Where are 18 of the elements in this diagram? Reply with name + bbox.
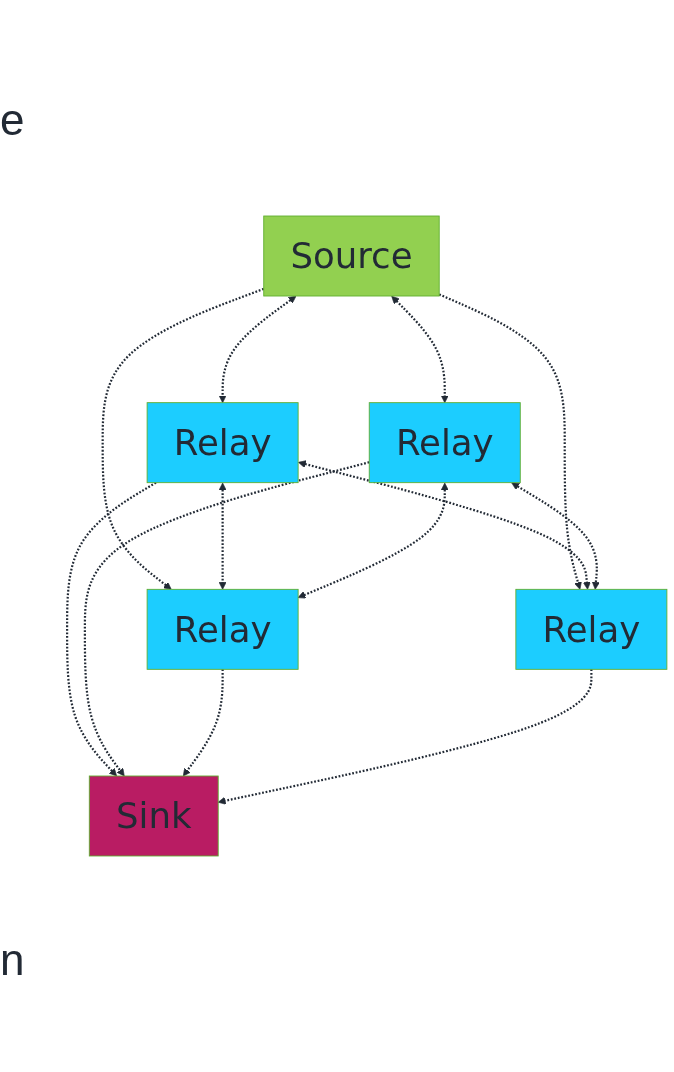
arrow: [511, 482, 600, 590]
arrow: [391, 295, 449, 404]
text-fragment: e: [0, 95, 25, 145]
node-box: Relay: [146, 588, 299, 670]
arrow: [297, 482, 449, 599]
node-box: Sink: [88, 775, 219, 857]
arrow: [66, 481, 157, 777]
arrow: [83, 461, 370, 777]
node-box: Relay: [146, 402, 299, 484]
node-box: Relay: [368, 402, 521, 484]
arrow: [218, 482, 227, 590]
arrow: [298, 460, 591, 590]
node-box: Relay: [515, 588, 668, 670]
arrow: [218, 295, 297, 404]
arrow: [438, 293, 582, 590]
arrow: [101, 287, 265, 590]
text-fragment: n: [0, 935, 25, 985]
node-box: Source: [263, 215, 440, 297]
